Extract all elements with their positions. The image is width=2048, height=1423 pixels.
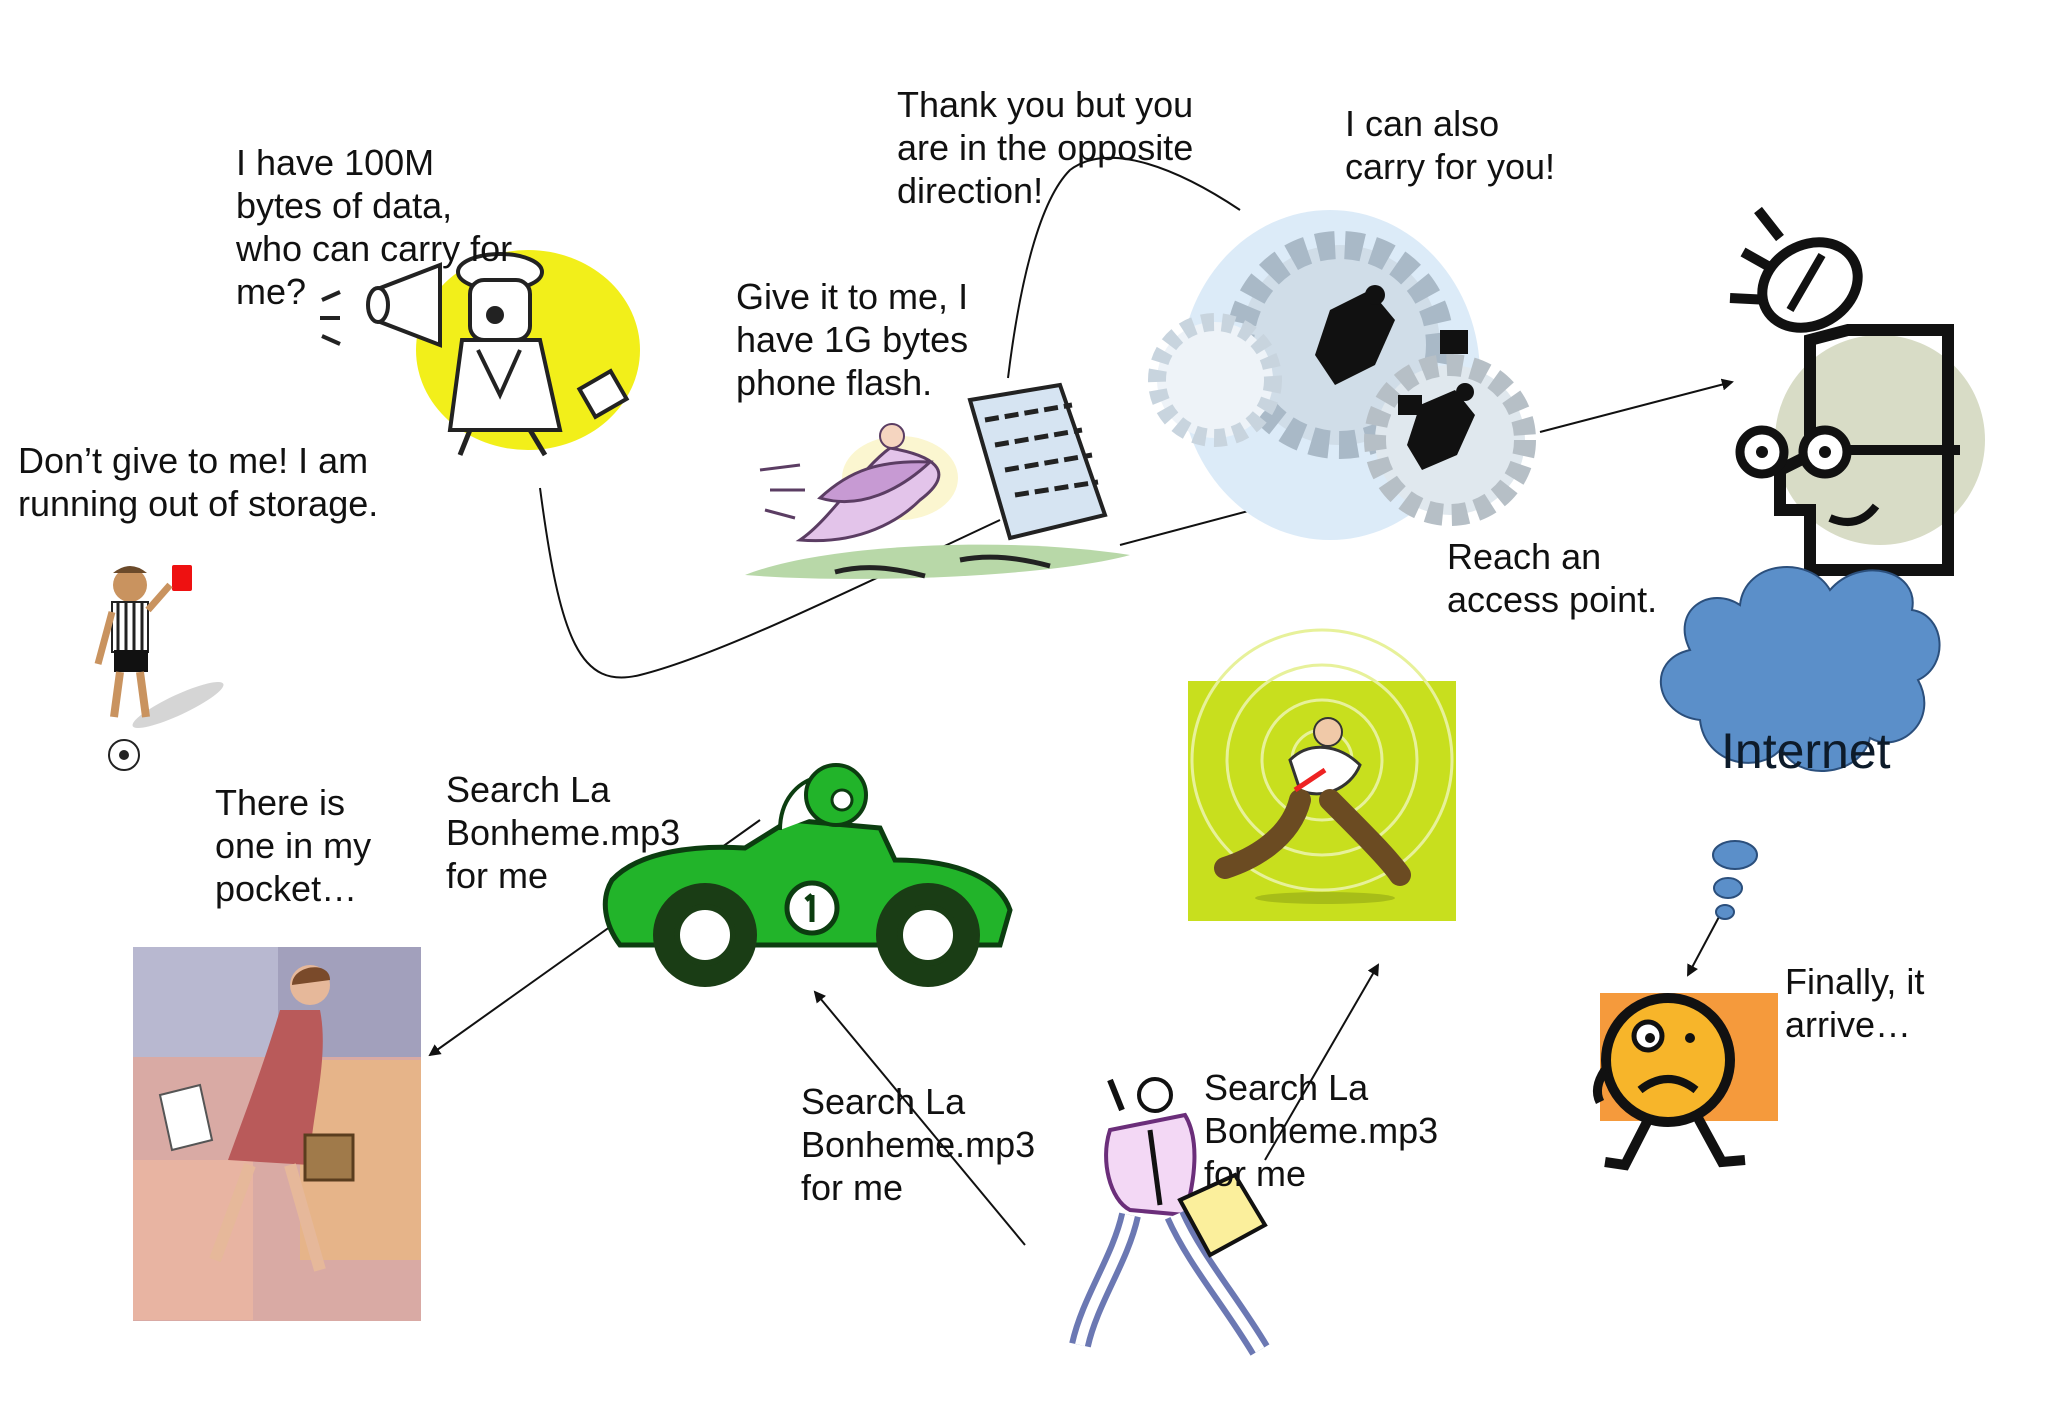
access-point-person-illustration <box>1729 206 1985 576</box>
internet-label: Internet <box>1721 723 1891 779</box>
opposite-direction-label: Thank you but you are in the opposite di… <box>897 84 1194 211</box>
sad-face-illustration <box>1592 993 1778 1171</box>
arrival-label: Finally, it arrive… <box>1785 961 1925 1045</box>
internet-to-face-arrow <box>1687 914 1721 977</box>
pocket-label: There is one in my pocket… <box>215 782 372 909</box>
referee-illustration <box>94 565 224 771</box>
race-car-illustration <box>602 763 1013 987</box>
internet-cloud <box>1659 566 1941 920</box>
search-center-label: Search La Bonheme.mp3 for me <box>801 1081 1036 1208</box>
woman-briefcase-illustration <box>133 947 421 1321</box>
center-to-right-arrow <box>1264 963 1380 1161</box>
business-gears-illustration <box>1148 210 1536 540</box>
megaphone-man-illustration <box>320 250 640 457</box>
handoff-curve <box>539 487 1001 679</box>
referee-refusal-label: Don’t give to me! I am running out of st… <box>18 440 379 524</box>
search-car-label: Search La Bonheme.mp3 for me <box>446 769 681 896</box>
business-offer-label: I can also carry for you! <box>1345 103 1556 187</box>
runner-offer-label: Give it to me, I have 1G bytes phone fla… <box>736 276 969 403</box>
search-right-label: Search La Bonheme.mp3 for me <box>1204 1067 1439 1194</box>
phone-briefcase-man-illustration <box>1069 1077 1270 1356</box>
opposite-direction-curve <box>1007 156 1241 379</box>
center-to-car-arrow <box>813 990 1026 1246</box>
access-point-label: Reach an access point. <box>1447 536 1658 620</box>
megaphone-question-label: I have 100M bytes of data, who can carry… <box>236 142 513 312</box>
runner-illustration <box>745 382 1130 579</box>
phone-runner-illustration <box>1188 628 1456 921</box>
access-point-arrow <box>1539 378 1734 433</box>
